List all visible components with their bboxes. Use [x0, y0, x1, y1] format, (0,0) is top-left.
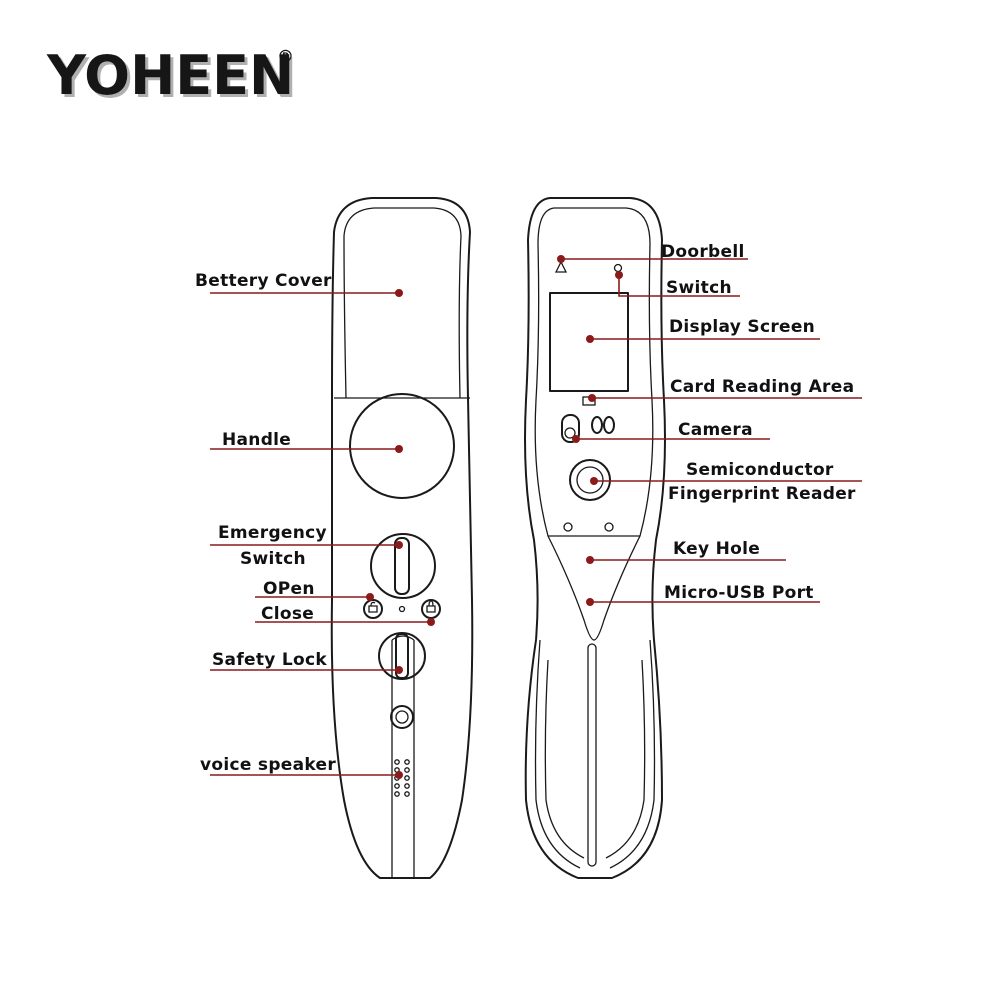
back-panel-device	[330, 197, 474, 879]
front-panel-side-curve-right-2	[605, 659, 646, 859]
front-panel-side-curve-left-1	[534, 639, 581, 869]
front-panel-side-curve-left-2	[544, 659, 585, 859]
label-close: Close	[261, 604, 314, 624]
emergency-switch-slot	[394, 537, 410, 595]
label-key-hole: Key Hole	[673, 539, 760, 559]
label-switch: Switch	[666, 278, 732, 298]
back-panel-inner-edge-left	[343, 207, 375, 399]
label-voice-speaker: voice speaker	[200, 755, 336, 775]
camera-lens-icon	[564, 427, 576, 439]
center-indicator-dot	[398, 605, 406, 613]
back-panel-cylinder	[390, 705, 414, 729]
screw-left-icon	[563, 522, 573, 532]
front-panel-side-curve-right-1	[609, 639, 656, 869]
camera-lens-housing	[561, 414, 580, 443]
front-panel-leaders	[557, 255, 862, 606]
back-panel-cylinder-core	[395, 710, 409, 724]
unlock-icon	[368, 601, 378, 613]
screw-right-icon	[604, 522, 614, 532]
back-panel-outline	[330, 197, 474, 879]
label-handle: Handle	[222, 430, 291, 450]
safety-lock-slot	[395, 633, 409, 679]
fingerprint-reader-inner	[576, 466, 604, 494]
brand-logo: YOHEEN YOHEEN ®	[46, 44, 297, 110]
label-emergency-switch-2: Switch	[240, 549, 306, 569]
handle-knob[interactable]	[349, 393, 455, 499]
label-battery-cover: Bettery Cover	[195, 271, 332, 291]
back-panel-groove-top	[391, 635, 415, 641]
display-screen	[549, 292, 629, 392]
doorbell-icon	[554, 260, 568, 273]
sensor-right-icon	[603, 416, 615, 434]
label-fingerprint-2: Fingerprint Reader	[668, 484, 856, 504]
switch-icon	[613, 263, 623, 273]
back-panel-leaders	[210, 289, 435, 779]
label-doorbell: Doorbell	[661, 242, 745, 262]
front-panel-groove	[587, 643, 597, 867]
label-display-screen: Display Screen	[669, 317, 815, 337]
label-fingerprint-1: Semiconductor	[686, 460, 834, 480]
sensor-left-icon	[591, 416, 603, 434]
label-camera: Camera	[678, 420, 753, 440]
back-panel-inner-edge-right	[374, 207, 462, 399]
front-panel-outline	[524, 197, 666, 879]
label-open: OPen	[263, 579, 315, 599]
label-card-reading-area: Card Reading Area	[670, 377, 854, 397]
close-indicator-icon	[421, 599, 441, 619]
open-indicator-icon	[363, 599, 383, 619]
registered-mark: ®	[277, 47, 294, 67]
front-panel-device	[524, 197, 666, 879]
label-emergency-switch-1: Emergency	[218, 523, 327, 543]
label-micro-usb-port: Micro-USB Port	[664, 583, 814, 603]
brand-logo-shadow: YOHEEN	[49, 47, 297, 110]
brand-logo-text: YOHEEN	[46, 44, 294, 107]
lock-icon	[426, 600, 436, 613]
fingerprint-reader[interactable]	[569, 459, 611, 501]
label-safety-lock: Safety Lock	[212, 650, 327, 670]
front-panel-face	[534, 207, 654, 641]
emergency-switch-knob[interactable]	[370, 533, 436, 599]
